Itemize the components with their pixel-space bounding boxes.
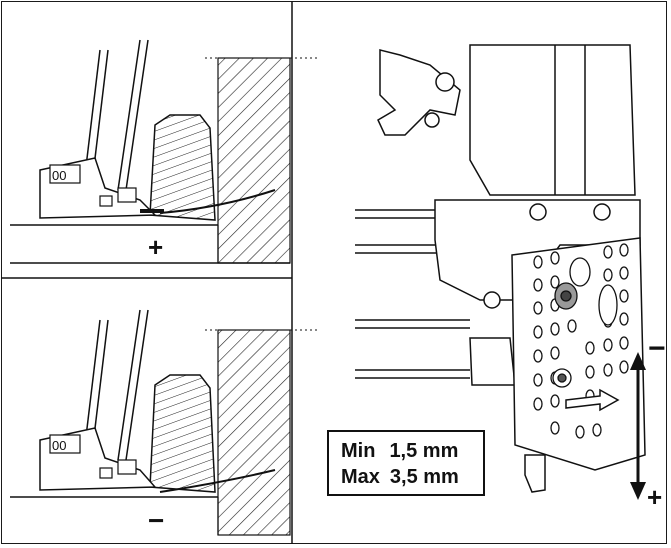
arrow-sign-plus: + <box>647 482 663 512</box>
arrow-sign-minus: − <box>648 332 666 365</box>
adjust-arrow-icon <box>565 388 620 412</box>
svg-text:00: 00 <box>52 168 66 183</box>
bottom-panel-drawing: 00 <box>10 309 320 536</box>
max-value: 3,5 mm <box>389 466 459 488</box>
wall-hatch-top <box>217 57 291 264</box>
max-label: Max <box>341 466 380 488</box>
sign-minus-bottom: − <box>148 505 164 536</box>
top-panel-drawing: 00 <box>10 39 320 264</box>
perforated-plate-holes <box>533 243 629 439</box>
sign-plus-top: + <box>148 232 163 262</box>
min-value: 1,5 mm <box>389 440 459 462</box>
svg-text:00: 00 <box>52 438 66 453</box>
min-max-label: Min 1,5 mm Max 3,5 mm <box>327 430 485 496</box>
min-label: Min <box>341 440 376 462</box>
